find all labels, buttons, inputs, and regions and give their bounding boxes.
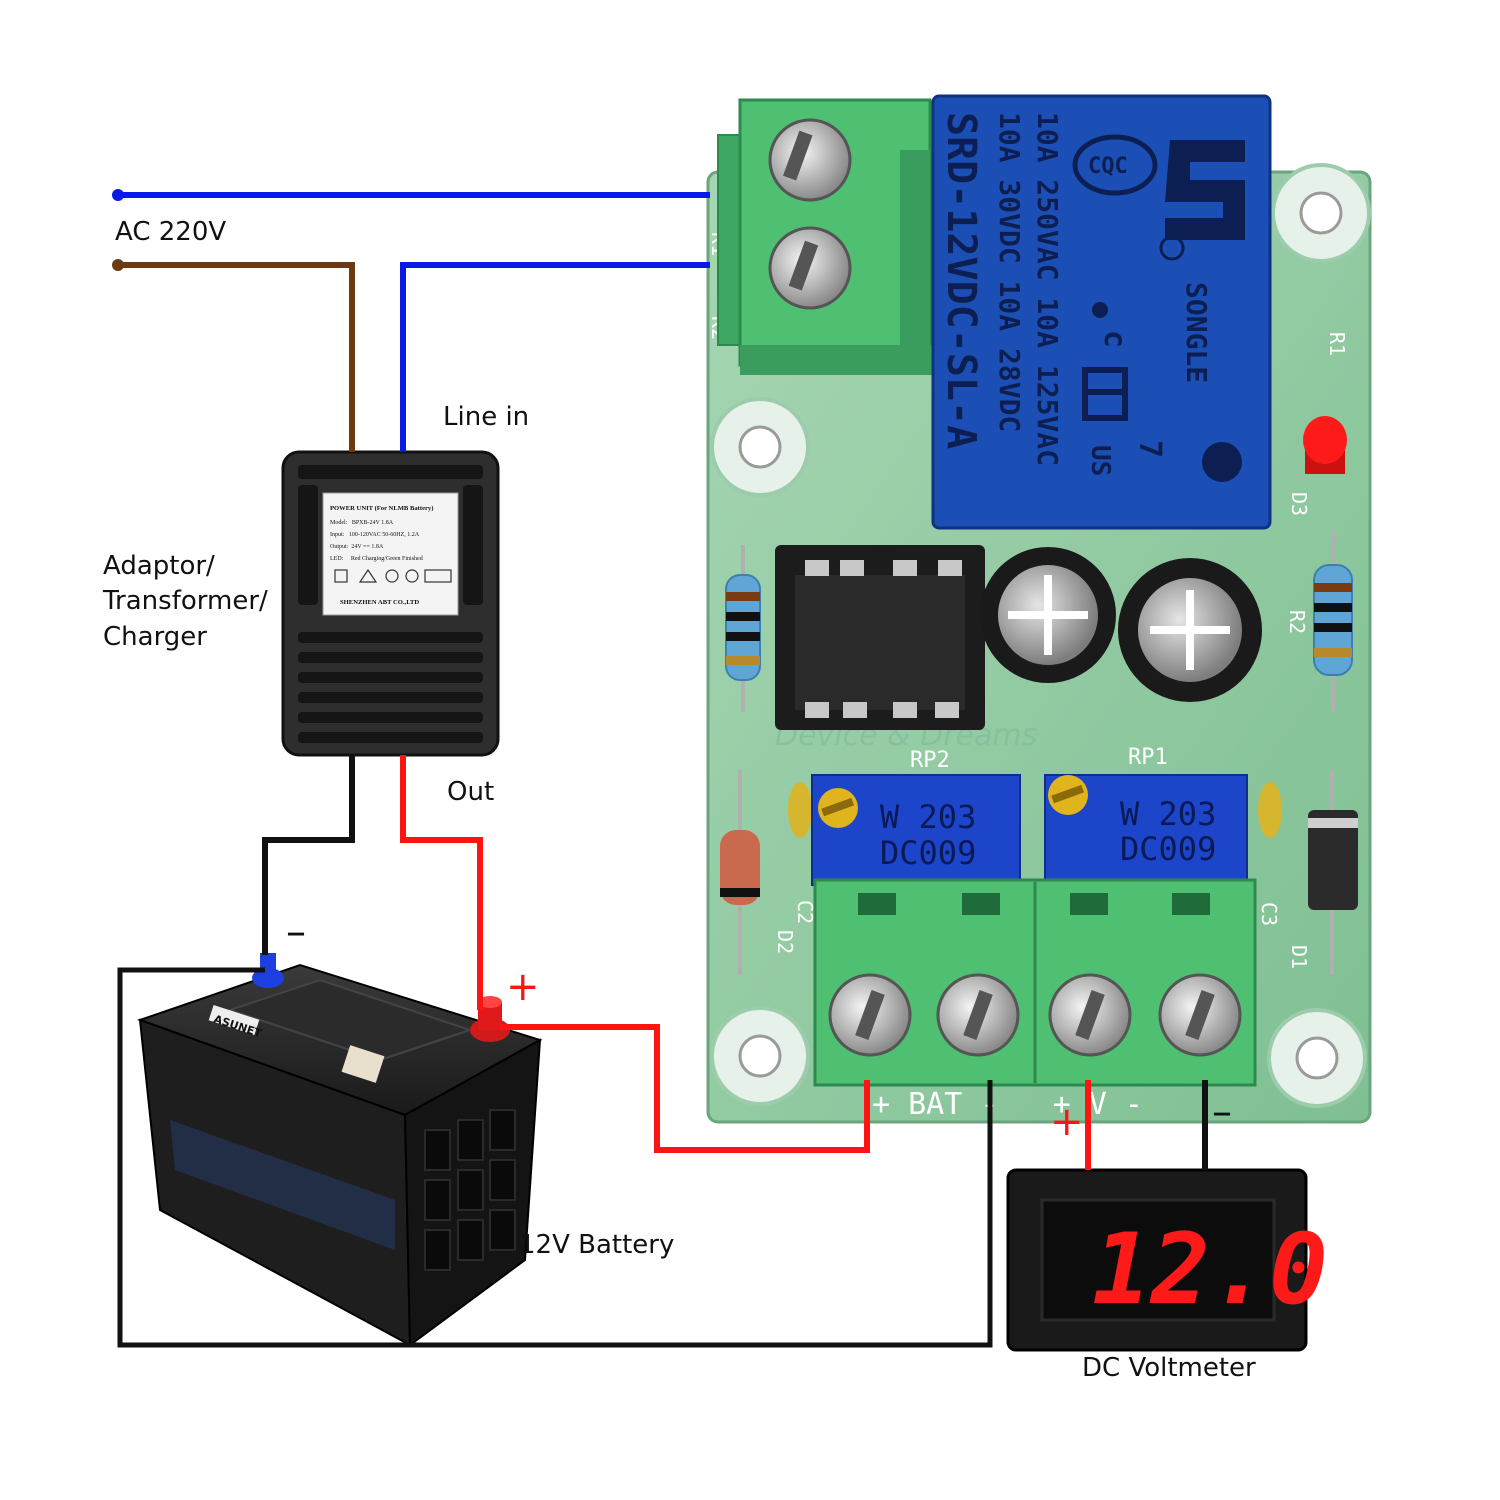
silk-rp1: RP1 <box>1128 745 1168 770</box>
relay-brand: SONGLE <box>1180 282 1213 383</box>
silk-d2: D2 <box>773 930 797 954</box>
mounting-hole-icon <box>1267 1008 1367 1108</box>
output-terminal-block <box>813 878 1257 1087</box>
screw-icon[interactable] <box>1048 973 1132 1057</box>
battery-minus-sign: – <box>286 909 306 955</box>
wire-end-icon <box>112 259 124 271</box>
cqc-text: CQC <box>1088 154 1128 179</box>
silk-c2: C2 <box>793 900 817 924</box>
adaptor-label-row-4: LED: Red Charging/Green Finished <box>330 556 423 562</box>
rp1-text-1: W 203 <box>1120 795 1216 833</box>
battery-plus-sign: + <box>506 964 540 1010</box>
rp2-text-2: DC009 <box>880 834 976 872</box>
rp2-text-1: W 203 <box>880 798 976 836</box>
wire-end-icon <box>112 189 124 201</box>
relay-text-line-1: SRD-12VDC-SL-A <box>938 112 984 449</box>
certification-icons <box>334 568 452 583</box>
relay-dot-icon <box>1202 442 1242 482</box>
screw-icon[interactable] <box>936 973 1020 1057</box>
relay-dot-icon <box>1092 302 1108 318</box>
diode-icon <box>1308 770 1358 975</box>
mounting-hole-icon <box>710 1006 810 1106</box>
relay-text-line-3: 10A 250VAC 10A 125VAC <box>1031 112 1064 466</box>
label-battery: 12V Battery <box>519 1230 674 1260</box>
adaptor-red-out-wire <box>400 755 483 1010</box>
rp1-text-2: DC009 <box>1120 830 1216 868</box>
wires <box>112 189 1208 1348</box>
ic-chip <box>775 545 985 730</box>
mounting-hole-icon <box>710 397 810 497</box>
relay-number: 7 <box>1132 440 1167 458</box>
label-adaptor-line-2: Transformer/ <box>102 586 268 616</box>
terminal-silk: + BAT - + V - <box>872 1087 1143 1122</box>
voltmeter-plus-sign: + <box>1050 1099 1084 1145</box>
potentiometer-rp2[interactable]: W 203 DC009 <box>811 774 1021 886</box>
ceramic-capacitor-icon <box>1258 782 1282 838</box>
adaptor-black-out-wire <box>262 755 355 955</box>
capacitor-icon <box>980 547 1116 683</box>
relay: SRD-12VDC-SL-A 10A 30VDC 10A 28VDC 10A 2… <box>931 94 1272 530</box>
resistor-icon <box>725 545 761 712</box>
voltmeter-minus-sign: – <box>1212 1089 1232 1135</box>
adaptor-unit: POWER UNIT (For NLMB Battery) Model: BPX… <box>281 450 500 757</box>
screw-icon[interactable] <box>768 118 852 202</box>
adaptor-label <box>322 492 459 616</box>
screw-icon[interactable] <box>768 226 852 310</box>
battery-positive-to-board-wire <box>500 1024 870 1153</box>
silk-r1: R1 <box>1325 332 1349 356</box>
potentiometer-rp1[interactable]: W 203 DC009 <box>1044 774 1248 886</box>
battery-vent-grid <box>424 1109 516 1271</box>
line-in-blue-wire <box>400 262 710 452</box>
battery-sticker <box>341 1045 385 1083</box>
mounting-hole-icon <box>1271 163 1371 263</box>
relay-c-mark: c <box>1097 330 1132 348</box>
diode-icon <box>720 770 760 975</box>
battery-negative-loop-wire <box>117 967 993 1348</box>
songle-logo-icon <box>1159 140 1245 261</box>
ac-terminal-block <box>717 98 935 375</box>
adaptor-label-title: POWER UNIT (For NLMB Battery) <box>330 505 433 512</box>
label-voltmeter: DC Voltmeter <box>1082 1353 1256 1383</box>
relay-text-line-2: 10A 30VDC 10A 28VDC <box>993 112 1026 432</box>
silk-c3: C3 <box>1257 902 1281 926</box>
relay-us-mark: US <box>1085 445 1115 476</box>
silk-r2: R2 <box>1285 610 1309 634</box>
battery: ASUNET <box>136 953 543 1347</box>
adaptor-label-footer: SHENZHEN ABT CO.,LTD <box>340 599 419 606</box>
silk-rp2: RP2 <box>910 748 950 773</box>
label-ac: AC 220V <box>115 217 226 247</box>
resistor-icon <box>1313 530 1353 712</box>
screw-icon[interactable] <box>1158 973 1242 1057</box>
adaptor-label-row-2: Input: 100-120VAC 50-60HZ, 1.2A <box>330 532 420 538</box>
label-adaptor-line-3: Charger <box>103 622 207 652</box>
capacitor-icon <box>1118 558 1262 702</box>
screw-icon[interactable] <box>828 973 912 1057</box>
label-out: Out <box>447 777 494 807</box>
cqc-logo-icon: CQC <box>1072 134 1158 196</box>
dc-voltmeter: 12.0 <box>1006 1168 1328 1352</box>
label-line-in: Line in <box>443 402 529 432</box>
adaptor-label-row-3: Output: 24V == 1.8A <box>330 544 384 550</box>
silk-d1: D1 <box>1287 945 1311 969</box>
adaptor-label-row-1: Model: BPXB-24V 1.8A <box>330 520 394 526</box>
ul-logo-icon <box>1082 367 1128 421</box>
ceramic-capacitor-icon <box>788 782 812 838</box>
controller-board: Device & Dreams K1 K2 R1 D3 R2 C2 D2 C3 … <box>706 94 1372 1124</box>
silk-d3: D3 <box>1287 492 1311 516</box>
label-adaptor-line-1: Adaptor/ <box>103 551 215 581</box>
ac-brown-wire <box>118 262 355 452</box>
vent-slots <box>298 465 483 743</box>
voltmeter-reading: 12.0 <box>1092 1213 1328 1327</box>
status-led-icon <box>1303 416 1347 474</box>
